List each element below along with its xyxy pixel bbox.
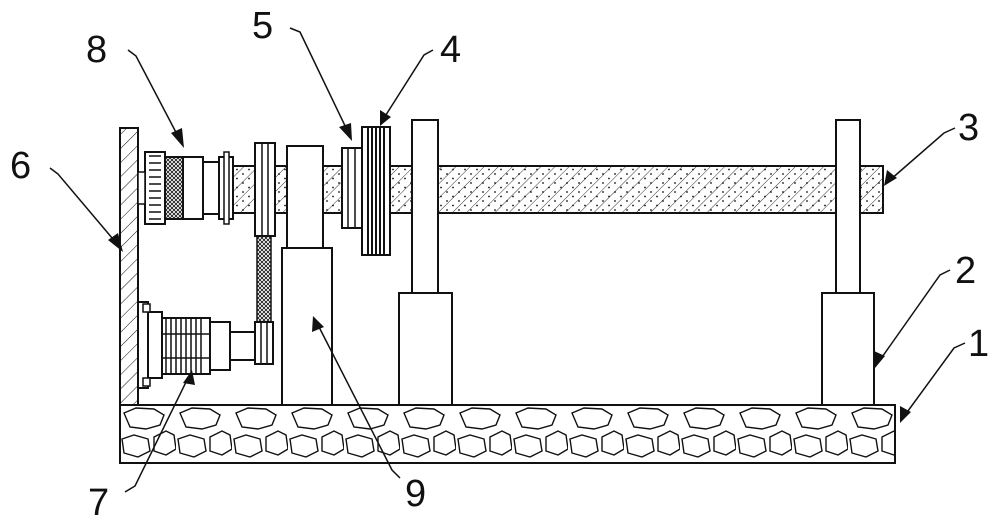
arrow-8 bbox=[171, 128, 184, 148]
arrow-5 bbox=[339, 123, 352, 141]
arrow-3 bbox=[884, 170, 897, 186]
callout-6: 6 bbox=[10, 145, 31, 187]
arrow-4 bbox=[380, 110, 391, 126]
leader-9 bbox=[317, 324, 401, 479]
side-wall bbox=[119, 127, 139, 406]
shaft-collar bbox=[341, 147, 363, 229]
leader-6 bbox=[49, 167, 119, 246]
arrow-9 bbox=[312, 316, 324, 332]
roller-wheel bbox=[361, 126, 391, 256]
coupling bbox=[202, 151, 234, 225]
callout-4: 4 bbox=[440, 29, 461, 71]
upper-motor bbox=[137, 151, 204, 225]
leader-lines bbox=[49, 27, 966, 493]
leader-2 bbox=[879, 269, 951, 361]
bearing-support bbox=[281, 145, 333, 406]
leader-5 bbox=[289, 27, 349, 133]
upper-pulley bbox=[254, 142, 276, 237]
base-plate bbox=[119, 404, 896, 464]
leader-3 bbox=[889, 127, 956, 181]
callout-3: 3 bbox=[958, 107, 979, 149]
callout-8: 8 bbox=[86, 29, 107, 71]
leader-8 bbox=[127, 49, 181, 141]
arrow-6 bbox=[108, 233, 123, 252]
lower-pulley bbox=[254, 321, 274, 365]
callout-5: 5 bbox=[252, 5, 273, 47]
leader-7 bbox=[124, 377, 189, 493]
callout-1: 1 bbox=[968, 323, 989, 365]
arrow-1 bbox=[900, 406, 911, 423]
lower-motor bbox=[137, 301, 256, 389]
callout-7: 7 bbox=[88, 482, 109, 524]
leader-1 bbox=[904, 342, 966, 416]
arrowheads bbox=[108, 110, 911, 423]
callout-2: 2 bbox=[955, 250, 976, 292]
leader-4 bbox=[383, 49, 434, 119]
callout-9: 9 bbox=[405, 473, 426, 515]
arrow-7 bbox=[183, 370, 195, 385]
arrow-2 bbox=[874, 351, 885, 368]
